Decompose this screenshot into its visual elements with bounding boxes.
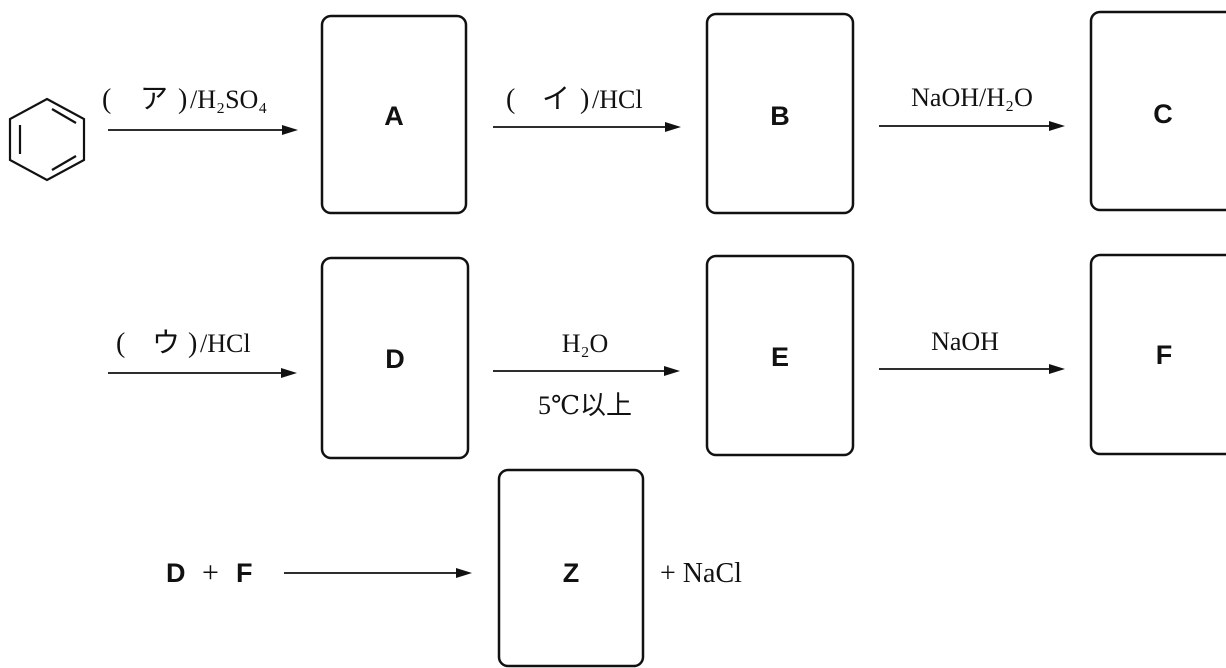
svg-text:/HCl: /HCl bbox=[200, 329, 251, 358]
svg-text:(: ( bbox=[102, 84, 111, 115]
svg-text:D: D bbox=[385, 344, 405, 374]
svg-text:D: D bbox=[166, 558, 186, 588]
svg-text:(: ( bbox=[506, 84, 515, 115]
svg-text:イ: イ bbox=[542, 84, 570, 115]
compound-box-b: B bbox=[705, 12, 855, 215]
svg-text:E: E bbox=[771, 342, 789, 372]
svg-text:/H₂SO₄: /H₂SO₄ bbox=[190, 85, 267, 114]
svg-text:B: B bbox=[770, 101, 790, 131]
reaction-arrow-4 bbox=[108, 368, 297, 378]
svg-text:F: F bbox=[1156, 340, 1173, 370]
reagent-label-6: NaOH bbox=[931, 327, 999, 356]
svg-text:): ) bbox=[580, 84, 589, 115]
coupling-reactants: D + F bbox=[166, 556, 253, 589]
reagent-label-3: NaOH/H₂O bbox=[911, 83, 1033, 112]
reagent-label-4: ( ウ ) /HCl bbox=[116, 328, 251, 359]
reagent-label-2: ( イ ) /HCl bbox=[506, 84, 643, 115]
svg-text:+: + bbox=[202, 556, 219, 589]
reagent-label-5-top: H₂O bbox=[562, 329, 609, 358]
byproduct-label: + NaCl bbox=[660, 558, 742, 589]
compound-box-c: C bbox=[1089, 10, 1226, 212]
reaction-arrow-1 bbox=[108, 125, 298, 135]
compound-box-z: Z bbox=[497, 468, 645, 668]
svg-text:): ) bbox=[178, 84, 187, 115]
svg-text:ウ: ウ bbox=[152, 328, 180, 359]
svg-text:C: C bbox=[1153, 99, 1173, 129]
reaction-arrow-2 bbox=[493, 122, 681, 132]
compound-box-f: F bbox=[1089, 253, 1226, 456]
svg-text:(: ( bbox=[116, 328, 125, 359]
benzene-icon bbox=[8, 97, 86, 182]
reaction-arrow-7 bbox=[284, 568, 472, 578]
reagent-label-1: ( ア ) /H₂SO₄ bbox=[102, 84, 267, 115]
svg-text:/HCl: /HCl bbox=[592, 85, 643, 114]
svg-text:Z: Z bbox=[563, 558, 580, 588]
compound-box-a: A bbox=[320, 14, 468, 215]
svg-text:ア: ア bbox=[140, 84, 168, 115]
svg-text:): ) bbox=[188, 328, 197, 359]
compound-box-d: D bbox=[320, 256, 470, 460]
reaction-arrow-3 bbox=[879, 121, 1065, 131]
reaction-arrow-6 bbox=[879, 364, 1065, 374]
svg-text:F: F bbox=[236, 558, 253, 588]
reagent-label-5-bottom: 5℃以上 bbox=[538, 391, 632, 420]
compound-box-e: E bbox=[705, 254, 855, 457]
svg-text:A: A bbox=[384, 101, 404, 131]
reaction-arrow-5 bbox=[493, 366, 680, 376]
